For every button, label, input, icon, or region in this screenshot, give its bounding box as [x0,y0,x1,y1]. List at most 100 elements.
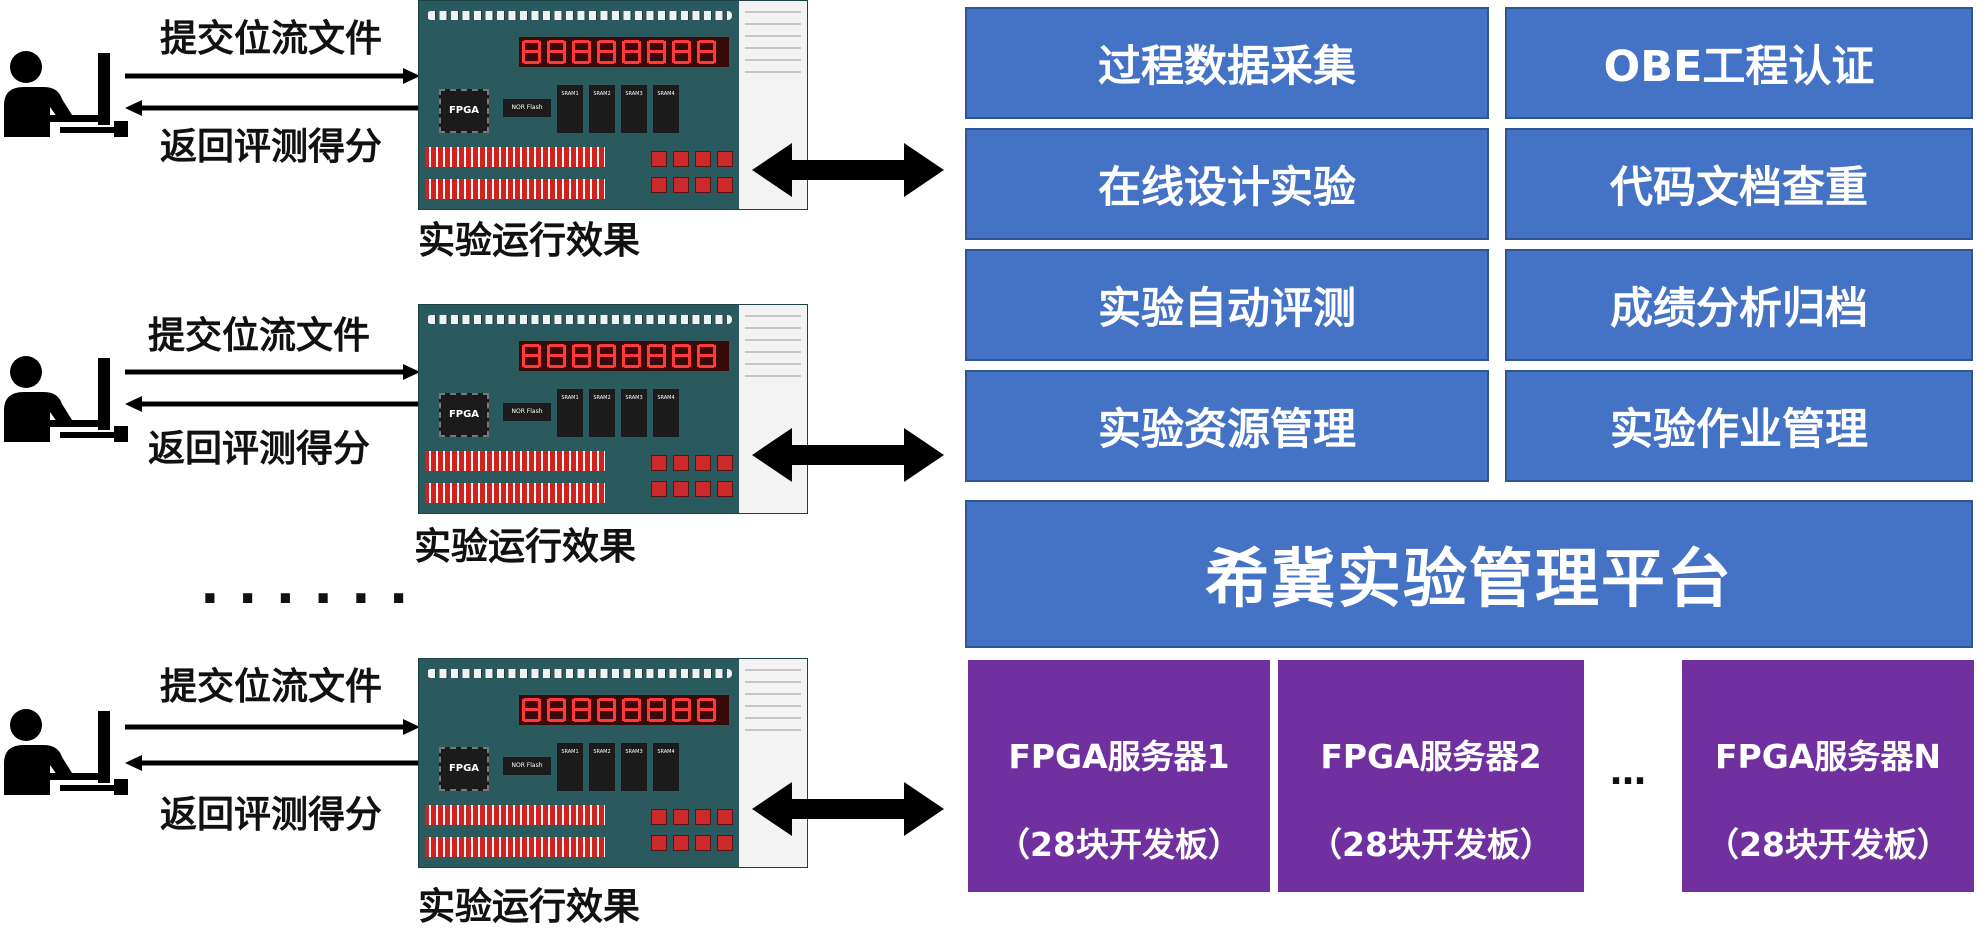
seven-segment-display [519,695,729,725]
run-result-label: 实验运行效果 [418,219,640,262]
server-board-count: （28块开发板） [1706,825,1950,864]
push-button [673,809,689,825]
fpga-chip: FPGA [439,89,489,133]
push-button [673,151,689,167]
return-score-label: 返回评测得分 [160,793,382,836]
server-name: FPGA服务器1 [1008,737,1230,776]
user-computer-icon [4,51,128,137]
feature-box: 在线设计实验 [965,128,1489,240]
push-button [717,455,733,471]
sram-chip: SRAM2 [589,389,615,437]
run-result-label: 实验运行效果 [414,525,636,568]
push-button [673,455,689,471]
push-button [651,177,667,193]
server-name: FPGA服务器2 [1320,737,1542,776]
dip-switch-bank [425,483,605,503]
push-button [673,481,689,497]
seven-segment-display [519,341,729,371]
seven-segment-display [519,37,729,67]
serial-settings-panel [739,305,807,513]
feature-box: 实验资源管理 [965,370,1489,482]
sram-chip: SRAM3 [621,389,647,437]
fpga-server-box: FPGA服务器N （28块开发板） [1682,660,1974,892]
nor-flash-chip: NOR Flash [503,757,551,775]
sram-chip: SRAM3 [621,743,647,791]
server-board-count: （28块开发板） [1309,825,1553,864]
push-button [695,835,711,851]
fpga-board-screenshot: FPGA NOR Flash SRAM1 SRAM2 SRAM3 SRAM4 [418,304,808,514]
push-button [651,481,667,497]
push-button [717,177,733,193]
run-result-label: 实验运行效果 [418,885,640,928]
bidirectional-arrow-icon [752,143,944,197]
fpga-chip: FPGA [439,393,489,437]
feature-box: 实验自动评测 [965,249,1489,361]
sram-chip: SRAM1 [557,389,583,437]
push-button [651,455,667,471]
push-button [651,151,667,167]
return-score-label: 返回评测得分 [160,125,382,168]
sram-chip: SRAM1 [557,743,583,791]
user-computer-icon [4,709,128,795]
dip-switch-bank [425,805,605,825]
server-board-count: （28块开发板） [997,825,1241,864]
bidirectional-arrow-icon [752,428,944,482]
dip-switch-bank [425,179,605,199]
fpga-server-box: FPGA服务器1 （28块开发板） [968,660,1270,892]
push-button [717,835,733,851]
led-row [427,315,732,324]
nor-flash-chip: NOR Flash [503,99,551,117]
push-button [695,481,711,497]
push-button [695,177,711,193]
feature-box: 实验作业管理 [1505,370,1973,482]
push-button [717,151,733,167]
dip-switch-bank [425,147,605,167]
sram-chip: SRAM4 [653,743,679,791]
sram-chip: SRAM1 [557,85,583,133]
push-button [717,809,733,825]
return-arrow-icon [125,100,420,116]
led-row [427,11,732,20]
server-name: FPGA服务器N [1715,737,1941,776]
push-button [651,809,667,825]
fpga-server-box: FPGA服务器2 （28块开发板） [1278,660,1584,892]
submit-arrow-icon [125,68,420,84]
return-score-label: 返回评测得分 [148,427,370,470]
submit-bitstream-label: 提交位流文件 [160,665,382,708]
push-button [717,481,733,497]
feature-box: 成绩分析归档 [1505,249,1973,361]
dip-switch-bank [425,451,605,471]
push-button [695,455,711,471]
submit-arrow-icon [125,719,420,735]
sram-chip: SRAM2 [589,85,615,133]
push-button [673,835,689,851]
more-servers-ellipsis: … [1610,752,1646,793]
feature-box: 代码文档查重 [1505,128,1973,240]
more-clients-ellipsis: ...... [200,556,427,616]
sram-chip: SRAM2 [589,743,615,791]
sram-chip: SRAM4 [653,389,679,437]
submit-arrow-icon [125,364,420,380]
fpga-board-screenshot: FPGA NOR Flash SRAM1 SRAM2 SRAM3 SRAM4 [418,0,808,210]
sram-chip: SRAM4 [653,85,679,133]
user-computer-icon [4,356,128,442]
serial-settings-panel [739,659,807,867]
led-row [427,669,732,678]
nor-flash-chip: NOR Flash [503,403,551,421]
push-button [651,835,667,851]
fpga-chip: FPGA [439,747,489,791]
feature-box: OBE工程认证 [1505,7,1973,119]
bidirectional-arrow-icon [752,782,944,836]
push-button [695,151,711,167]
push-button [695,809,711,825]
push-button [673,177,689,193]
return-arrow-icon [125,755,420,771]
return-arrow-icon [125,396,420,412]
dip-switch-bank [425,837,605,857]
sram-chip: SRAM3 [621,85,647,133]
fpga-board-screenshot: FPGA NOR Flash SRAM1 SRAM2 SRAM3 SRAM4 [418,658,808,868]
feature-box: 过程数据采集 [965,7,1489,119]
submit-bitstream-label: 提交位流文件 [148,314,370,357]
platform-title: 希冀实验管理平台 [965,500,1973,648]
submit-bitstream-label: 提交位流文件 [160,17,382,60]
